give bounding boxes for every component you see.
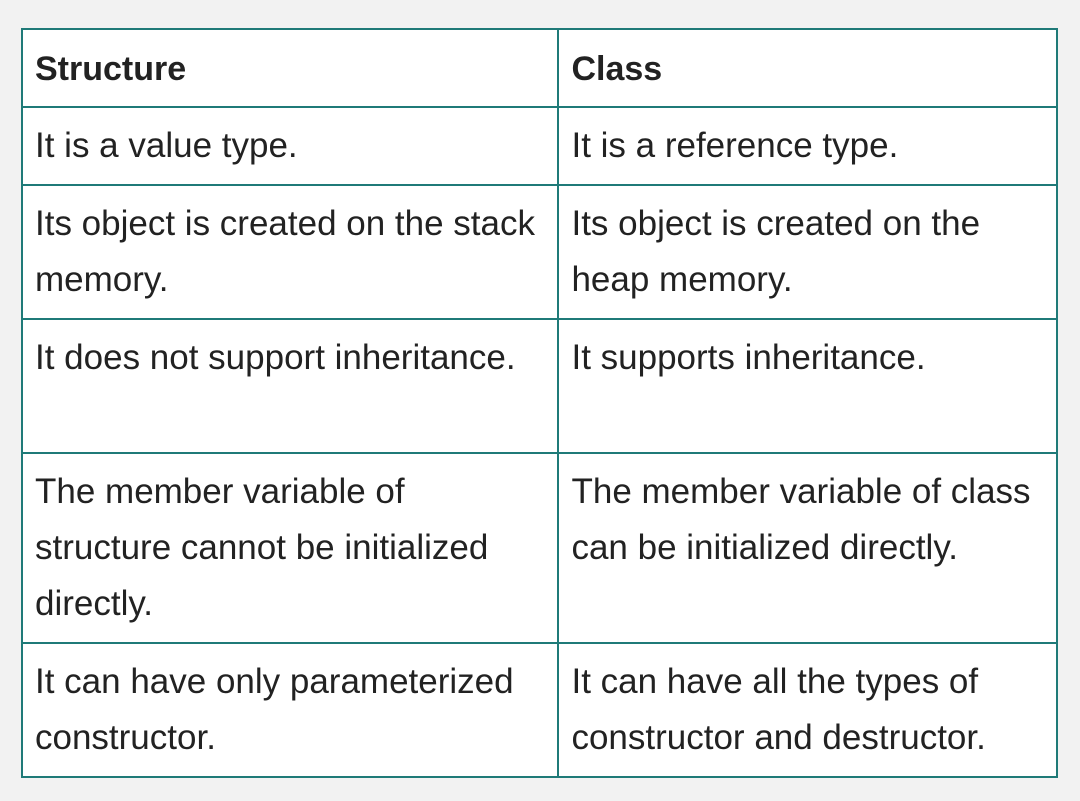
table-row: The member variable of structure cannot … <box>20 452 1058 644</box>
structure-cell: It is a value type. <box>20 106 560 186</box>
class-cell: It supports inheritance. <box>557 318 1058 454</box>
structure-cell: The member variable of structure cannot … <box>20 452 560 644</box>
table-row: It can have only parameterized construct… <box>20 642 1058 778</box>
table-header-row: Structure Class <box>20 28 1058 108</box>
class-cell: It can have all the types of constructor… <box>557 642 1058 778</box>
structure-cell: Its object is created on the stack memor… <box>20 184 560 320</box>
structure-cell: It can have only parameterized construct… <box>20 642 560 778</box>
header-class: Class <box>557 28 1058 108</box>
table-row: It does not support inheritance. It supp… <box>20 318 1058 454</box>
class-cell: Its object is created on the heap memory… <box>557 184 1058 320</box>
table-row: It is a value type. It is a reference ty… <box>20 106 1058 186</box>
class-cell: It is a reference type. <box>557 106 1058 186</box>
structure-cell: It does not support inheritance. <box>20 318 560 454</box>
class-cell: The member variable of class can be init… <box>557 452 1058 644</box>
comparison-table: Structure Class It is a value type. It i… <box>20 28 1058 778</box>
header-structure: Structure <box>20 28 560 108</box>
table-row: Its object is created on the stack memor… <box>20 184 1058 320</box>
